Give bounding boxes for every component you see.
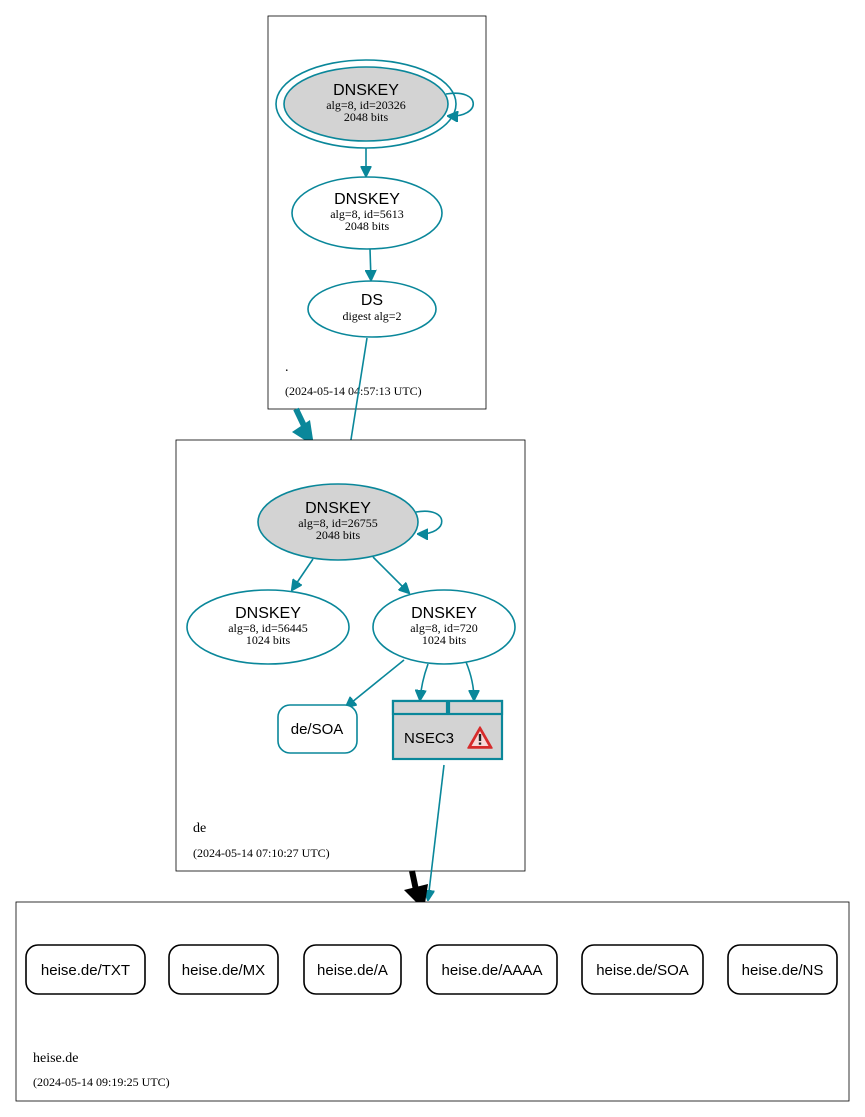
rrset-a[interactable]: heise.de/A <box>303 944 402 995</box>
rrset-mx-label: heise.de/MX <box>182 962 265 979</box>
root-ksk-self-signature-edge <box>445 92 474 116</box>
zone-root-name: . <box>285 360 289 375</box>
warning-triangle-icon <box>467 726 493 749</box>
zone-de-timestamp: (2024-05-14 07:10:27 UTC) <box>193 846 330 860</box>
de-zsk2-node[interactable]: DNSKEY alg=8, id=720 1024 bits <box>372 589 516 665</box>
zone-heise: heise.de/TXT heise.de/MX heise.de/A heis… <box>15 901 850 1102</box>
rrset-mx[interactable]: heise.de/MX <box>168 944 279 995</box>
delegation-de-heise-shaft <box>409 870 419 891</box>
de-zsk1-bits: 1024 bits <box>246 633 291 647</box>
de-zsk2-to-soa-edge <box>346 659 405 707</box>
nsec3-node[interactable]: NSEC3 <box>391 699 504 761</box>
delegation-root-to-de <box>292 407 314 446</box>
de-zsk2-detail: alg=8, id=720 <box>410 621 478 635</box>
rrset-aaaa-label: heise.de/AAAA <box>442 962 543 979</box>
de-zsk2-to-nsec3-edge-1 <box>420 663 429 700</box>
de-ksk-ellipse <box>257 483 419 561</box>
rrset-txt-label: heise.de/TXT <box>41 962 130 979</box>
de-ksk-self-signature-edge <box>415 510 443 534</box>
root-ksk-node[interactable]: DNSKEY alg=8, id=20326 2048 bits <box>275 59 457 149</box>
delegation-root-de-head <box>292 420 314 446</box>
root-ksk-detail: alg=8, id=20326 <box>326 98 406 112</box>
rrset-soa-box <box>581 944 704 995</box>
de-zsk2-ellipse <box>372 589 516 665</box>
ds-title: DS <box>361 292 383 309</box>
root-zsk-bits: 2048 bits <box>345 219 390 233</box>
rrset-txt[interactable]: heise.de/TXT <box>25 944 146 995</box>
de-zsk1-detail: alg=8, id=56445 <box>228 621 308 635</box>
root-zsk-detail: alg=8, id=5613 <box>330 207 404 221</box>
root-zsk-to-ds-edge <box>370 248 371 280</box>
root-zsk-ellipse <box>291 176 443 250</box>
de-ksk-to-zsk2-edge <box>372 556 409 593</box>
ds-ellipse <box>307 280 437 338</box>
ds-node[interactable]: DS digest alg=2 <box>307 280 437 338</box>
de-soa-rrset[interactable]: de/SOA <box>277 704 358 754</box>
zone-root-timestamp: (2024-05-14 04:57:13 UTC) <box>285 384 422 398</box>
de-zsk1-node[interactable]: DNSKEY alg=8, id=56445 1024 bits <box>186 589 350 665</box>
de-ksk-node[interactable]: DNSKEY alg=8, id=26755 2048 bits <box>257 483 419 561</box>
rrset-soa-label: heise.de/SOA <box>596 962 689 979</box>
zone-root: DNSKEY alg=8, id=20326 2048 bits DNSKEY … <box>267 15 487 410</box>
rrset-aaaa-box <box>426 944 558 995</box>
zone-heise-box <box>15 901 850 1102</box>
ds-detail: digest alg=2 <box>342 309 401 323</box>
de-ksk-detail: alg=8, id=26755 <box>298 516 378 530</box>
nsec3-label: NSEC3 <box>404 730 454 747</box>
nsec3-to-heise-edge <box>428 764 445 900</box>
zone-heise-name: heise.de <box>33 1051 78 1066</box>
root-ksk-ellipse <box>283 66 449 142</box>
root-zsk-title: DNSKEY <box>334 191 400 208</box>
rrset-mx-box <box>168 944 279 995</box>
rrset-ns-label: heise.de/NS <box>742 962 824 979</box>
de-zsk2-bits: 1024 bits <box>422 633 467 647</box>
de-soa-label: de/SOA <box>291 721 344 738</box>
nsec3-cell-left <box>391 699 449 716</box>
zone-heise-timestamp: (2024-05-14 09:19:25 UTC) <box>33 1075 170 1089</box>
rrset-txt-box <box>25 944 146 995</box>
de-ksk-bits: 2048 bits <box>316 528 361 542</box>
de-soa-box <box>277 704 358 754</box>
rrset-soa[interactable]: heise.de/SOA <box>581 944 704 995</box>
nsec3-cell-right <box>447 699 504 716</box>
rrset-ns-box <box>727 944 838 995</box>
root-ksk-title: DNSKEY <box>333 82 399 99</box>
de-zsk1-ellipse <box>186 589 350 665</box>
root-ksk-bits: 2048 bits <box>344 110 389 124</box>
rrset-aaaa[interactable]: heise.de/AAAA <box>426 944 558 995</box>
de-zsk2-title: DNSKEY <box>411 605 477 622</box>
de-ksk-to-zsk1-edge <box>292 558 314 590</box>
de-zsk2-to-nsec3-edge-2 <box>465 661 474 700</box>
zone-de-name: de <box>193 821 206 836</box>
rrset-ns[interactable]: heise.de/NS <box>727 944 838 995</box>
rrset-a-label: heise.de/A <box>317 962 388 979</box>
root-zsk-node[interactable]: DNSKEY alg=8, id=5613 2048 bits <box>291 176 443 250</box>
rrset-a-box <box>303 944 402 995</box>
zone-de: DNSKEY alg=8, id=26755 2048 bits DNSKEY … <box>175 439 526 872</box>
de-zsk1-title: DNSKEY <box>235 605 301 622</box>
de-ksk-title: DNSKEY <box>305 500 371 517</box>
